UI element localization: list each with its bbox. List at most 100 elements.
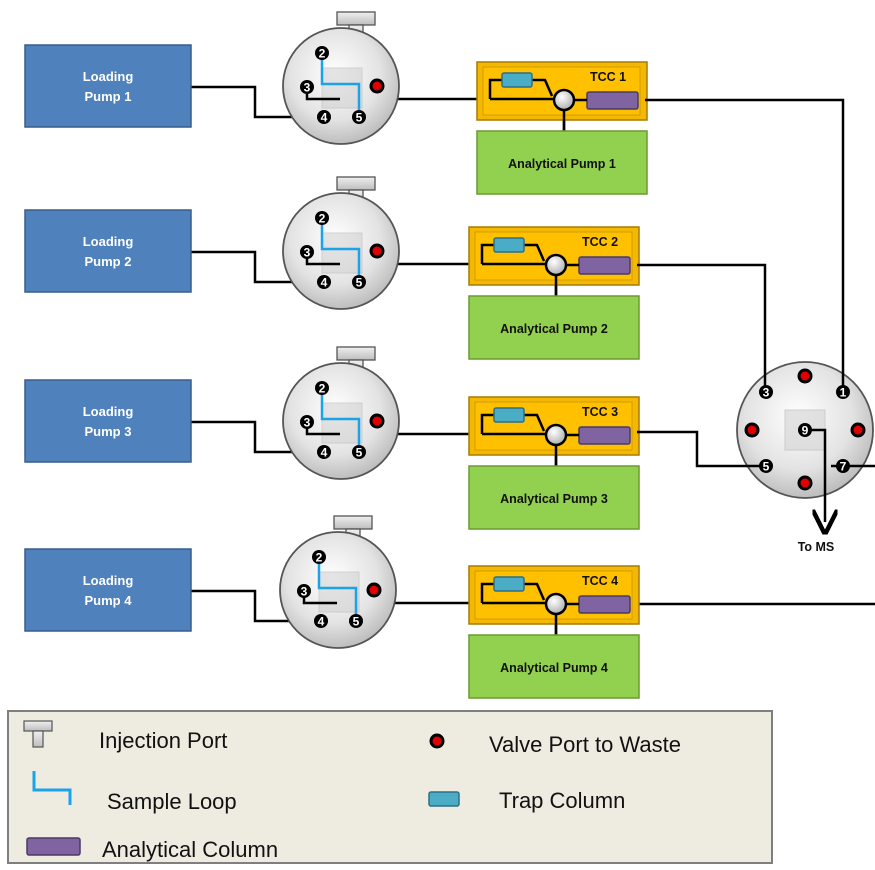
svg-text:4: 4	[318, 615, 325, 629]
svg-text:5: 5	[356, 276, 363, 290]
svg-text:9: 9	[802, 424, 809, 438]
injection-valve-2: 2 3 4 5	[282, 176, 400, 310]
valve-port-2	[315, 211, 329, 225]
sample-loop	[320, 218, 361, 280]
trap-column	[493, 576, 525, 592]
tcc-label: TCC 1	[590, 70, 626, 84]
legend: Injection Port Valve Port to Waste Sampl…	[7, 710, 773, 864]
svg-text:2: 2	[319, 47, 326, 61]
selector-waste-port	[797, 368, 813, 384]
waste-port	[369, 413, 385, 429]
waste-port	[369, 243, 385, 259]
selector-waste-port	[797, 475, 813, 491]
analytical-pump-label: Analytical Pump 1	[508, 157, 616, 171]
analytical-pump-4[interactable]: Analytical Pump 4	[468, 634, 640, 699]
valve-port-5	[352, 445, 366, 459]
loading-pump-label-line2: Pump 2	[85, 254, 132, 269]
svg-text:1: 1	[840, 386, 847, 400]
selector-waste-port	[744, 422, 760, 438]
analytical-column	[586, 91, 639, 110]
tcc-1: TCC 1	[476, 61, 648, 132]
valve-port-3	[297, 584, 311, 598]
tcc-switching-valve	[544, 423, 568, 447]
legend-analytical-column: Analytical Column	[102, 837, 278, 862]
svg-text:3: 3	[763, 386, 770, 400]
sample-loop	[320, 53, 361, 115]
waste-port-icon	[429, 733, 445, 749]
injection-valve-1: 2 3 4 5	[282, 11, 400, 145]
injection-valve-4: 2 3 4 5	[279, 515, 397, 649]
valve-port-5	[349, 614, 363, 628]
to-ms-label: To MS	[798, 540, 835, 554]
injection-port-icon	[23, 720, 53, 748]
sample-loop	[317, 557, 358, 619]
valve-port-3	[300, 245, 314, 259]
loading-pump-label-line1: Loading	[83, 573, 134, 588]
valve-port-5	[352, 110, 366, 124]
selector-valve: 1 3 5 7 9 To MS	[637, 98, 875, 554]
svg-text:2: 2	[319, 212, 326, 226]
analytical-pump-2[interactable]: Analytical Pump 2	[468, 295, 640, 360]
sample-loop-icon	[32, 771, 72, 805]
svg-text:5: 5	[763, 460, 770, 474]
svg-text:4: 4	[321, 111, 328, 125]
valve-port-4	[317, 275, 331, 289]
svg-text:3: 3	[304, 246, 311, 260]
valve-port-2	[315, 381, 329, 395]
valve-port-5	[352, 275, 366, 289]
legend-sample-loop: Sample Loop	[107, 789, 237, 814]
selector-port-1	[836, 385, 850, 399]
valve-port-2	[315, 46, 329, 60]
trap-column	[493, 237, 525, 253]
analytical-column	[578, 256, 631, 275]
analytical-pump-label: Analytical Pump 4	[500, 661, 608, 675]
analytical-pump-1[interactable]: Analytical Pump 1	[476, 130, 648, 195]
svg-text:2: 2	[316, 551, 323, 565]
svg-text:4: 4	[321, 276, 328, 290]
svg-text:3: 3	[304, 416, 311, 430]
selector-port-5	[759, 459, 773, 473]
legend-trap-column: Trap Column	[499, 788, 625, 813]
waste-port	[369, 78, 385, 94]
analytical-pump-3[interactable]: Analytical Pump 3	[468, 465, 640, 530]
selector-port-7	[836, 459, 850, 473]
valve-port-4	[317, 445, 331, 459]
svg-text:7: 7	[840, 460, 847, 474]
analytical-column	[578, 595, 631, 614]
svg-text:3: 3	[304, 81, 311, 95]
trap-column	[501, 72, 533, 88]
legend-injection-port: Injection Port	[99, 728, 227, 753]
svg-text:5: 5	[356, 111, 363, 125]
selector-port-3	[759, 385, 773, 399]
tcc-2: TCC 2	[468, 226, 640, 297]
svg-text:2: 2	[319, 382, 326, 396]
trap-column-icon	[428, 791, 460, 807]
loading-pump-label-line1: Loading	[83, 404, 134, 419]
tcc-switching-valve	[552, 88, 576, 112]
tcc-switching-valve	[544, 253, 568, 277]
tcc-label: TCC 2	[582, 235, 618, 249]
legend-valve-port-waste: Valve Port to Waste	[489, 732, 681, 757]
sample-loop	[320, 388, 361, 450]
analytical-column-icon	[26, 837, 81, 856]
valve-port-2	[312, 550, 326, 564]
valve-port-3	[300, 80, 314, 94]
selector-port-9	[798, 423, 812, 437]
svg-text:5: 5	[356, 446, 363, 460]
tcc-label: TCC 4	[582, 574, 618, 588]
analytical-pump-label: Analytical Pump 3	[500, 492, 608, 506]
tcc-4: TCC 4	[468, 565, 640, 636]
tcc-switching-valve	[544, 592, 568, 616]
selector-waste-port	[850, 422, 866, 438]
svg-text:5: 5	[353, 615, 360, 629]
svg-text:3: 3	[301, 585, 308, 599]
